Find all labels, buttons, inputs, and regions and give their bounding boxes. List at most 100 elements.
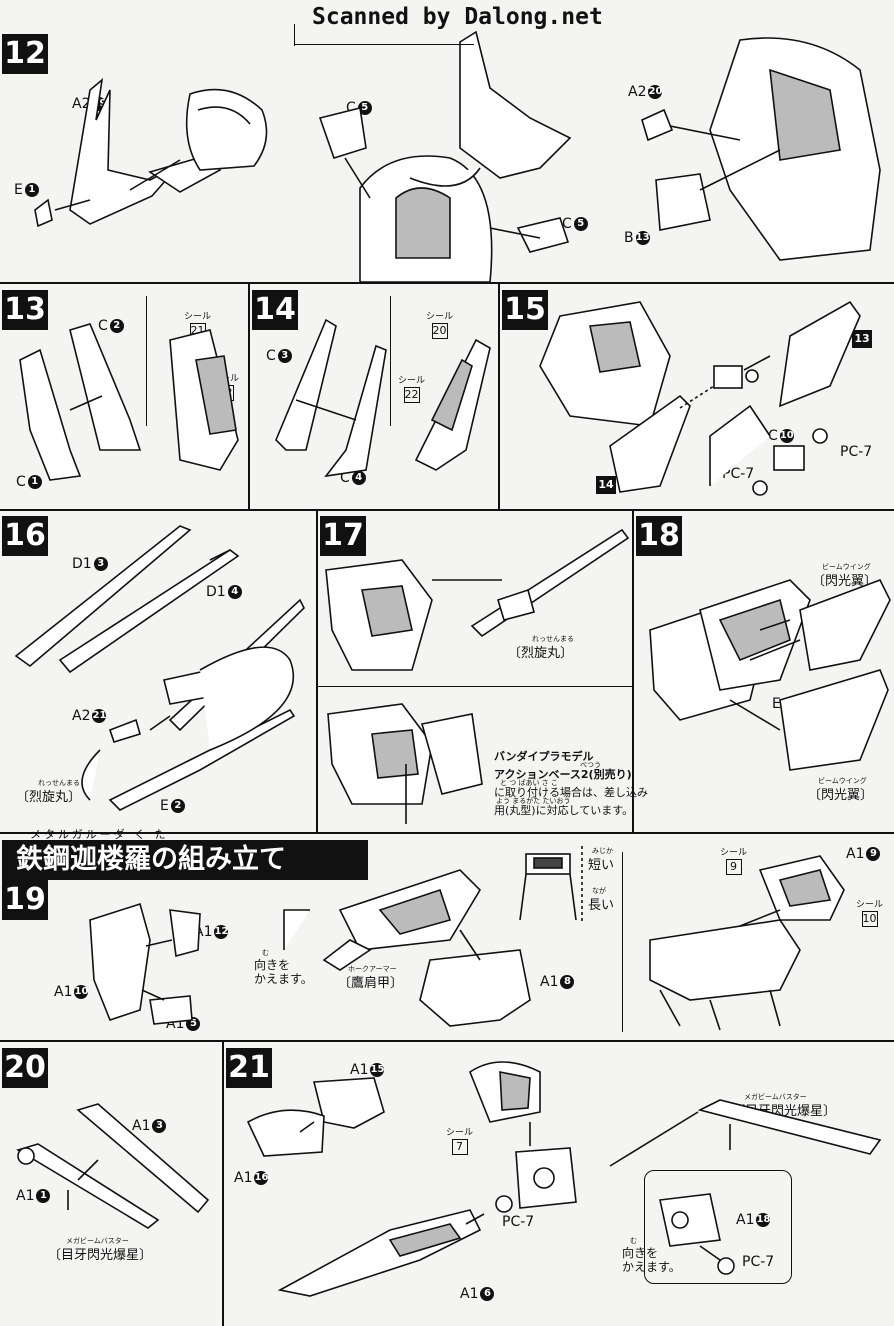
note-text: 用(丸型)に対応しています。 bbox=[494, 804, 634, 817]
turn-note: かえます。 bbox=[254, 972, 313, 986]
note-ruby: と つ ばあい さ こ bbox=[500, 779, 558, 787]
divider bbox=[146, 296, 147, 426]
name-ruby: ビームウイング bbox=[822, 563, 871, 571]
part-label: PC-7 bbox=[840, 444, 873, 460]
part-name: 〔烈旋丸〕 bbox=[508, 646, 574, 661]
claw-detail-illustration bbox=[519, 846, 583, 924]
name-ruby: ビームウイング bbox=[818, 777, 867, 785]
divider bbox=[0, 509, 894, 511]
step-reference-badge: 14 bbox=[596, 476, 616, 494]
divider bbox=[316, 511, 318, 833]
note-ruby: べつう bbox=[580, 761, 601, 769]
leg-attach-illustration bbox=[539, 300, 861, 496]
name-ruby: メガビームバスター bbox=[744, 1093, 807, 1101]
turn-note: 向きを bbox=[622, 1246, 659, 1260]
part-label: PC-7 bbox=[742, 1254, 775, 1270]
hawk-armor-illustration bbox=[283, 869, 531, 1027]
note-ruby: よう まるがた たいおう bbox=[496, 797, 571, 805]
note-product: アクションベース2(別売り) bbox=[494, 768, 632, 781]
leg-parts-illustration bbox=[275, 318, 491, 478]
step-number: 15 bbox=[502, 290, 548, 330]
divider bbox=[0, 832, 894, 834]
short-ruby: みじか bbox=[592, 847, 613, 855]
name-ruby: れっせんまる bbox=[38, 779, 80, 787]
divider bbox=[0, 282, 894, 284]
part-name: 〔鷹肩甲〕 bbox=[338, 976, 404, 991]
sword-mount-illustration bbox=[325, 528, 630, 671]
head-parts-illustration bbox=[246, 1077, 385, 1157]
divider bbox=[0, 1040, 894, 1042]
part-label: PC-7 bbox=[502, 1214, 535, 1230]
detail-box bbox=[644, 1170, 792, 1284]
name-ruby: メガビームバスター bbox=[66, 1237, 129, 1245]
torso-assembly-illustration bbox=[641, 37, 881, 261]
mega-beam-buster-illustration bbox=[16, 1103, 210, 1229]
divider bbox=[390, 296, 391, 426]
turn-note: かえます。 bbox=[622, 1260, 681, 1274]
step-number: 13 bbox=[2, 290, 48, 330]
short-label: 短い bbox=[588, 858, 615, 873]
part-name: 〔閃光翼〕 bbox=[808, 788, 874, 803]
shoulder-ruby: ホークアーマー bbox=[348, 965, 397, 973]
step-number: 18 bbox=[636, 516, 682, 556]
leg-parts-illustration bbox=[19, 323, 239, 481]
step-number: 20 bbox=[2, 1048, 48, 1088]
divider bbox=[498, 284, 500, 510]
claw-assembly-illustration bbox=[649, 855, 845, 1031]
turn-note: 向きを bbox=[254, 958, 291, 972]
divider bbox=[318, 686, 632, 687]
divider bbox=[294, 24, 295, 46]
part-name: 〔閃光翼〕 bbox=[812, 574, 878, 589]
divider bbox=[294, 44, 474, 45]
step-number: 19 bbox=[2, 880, 48, 920]
step-number: 14 bbox=[252, 290, 298, 330]
action-base-illustration bbox=[327, 703, 483, 824]
shoulder-core-illustration bbox=[89, 902, 201, 1025]
divider bbox=[622, 852, 623, 1032]
joint-detail-illustration bbox=[659, 1193, 735, 1275]
note-text: に取り付ける場合は、差し込み bbox=[494, 786, 648, 799]
step-number: 21 bbox=[226, 1048, 272, 1088]
part-name: 〔烈旋丸〕 bbox=[16, 790, 82, 805]
part-name: 〔目牙閃光爆星〕 bbox=[48, 1248, 153, 1263]
note-brand: バンダイプラモデル bbox=[494, 750, 594, 763]
name-ruby: れっせんまる bbox=[532, 635, 574, 643]
turn-ruby: む bbox=[630, 1237, 637, 1245]
divider bbox=[248, 284, 250, 510]
divider bbox=[632, 511, 634, 833]
horn-crest-illustration bbox=[34, 78, 268, 228]
scan-credit: Scanned by Dalong.net bbox=[312, 4, 603, 30]
step-number: 12 bbox=[2, 34, 48, 74]
tail-wing-illustration bbox=[277, 1195, 513, 1297]
section-title-ruby: メタルガルーダ く た bbox=[30, 828, 169, 841]
step-number: 16 bbox=[2, 516, 48, 556]
step-number: 17 bbox=[320, 516, 366, 556]
part-label: PC-7 bbox=[722, 466, 755, 482]
beam-wing-illustration bbox=[649, 578, 891, 771]
step-reference-badge: 13 bbox=[852, 330, 872, 348]
